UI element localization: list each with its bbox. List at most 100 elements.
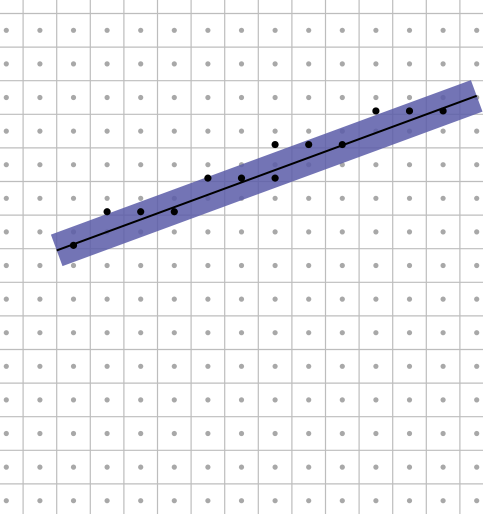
grid-dot	[205, 27, 211, 33]
grid-dot	[138, 94, 144, 101]
grid-dot	[474, 195, 480, 201]
grid-dot	[3, 363, 9, 369]
grid-dot	[238, 229, 245, 235]
grid-dot	[238, 94, 245, 101]
grid-dot	[373, 296, 379, 302]
grid-dot	[373, 397, 379, 403]
grid-dot	[3, 61, 9, 67]
grid-dot	[104, 430, 110, 437]
grid-dot	[272, 397, 278, 403]
grid-dot	[205, 296, 211, 302]
fit-line-layer	[56, 94, 478, 252]
grid-dot	[373, 162, 379, 168]
grid-dot	[104, 94, 110, 101]
grid-dot	[104, 262, 110, 269]
grid-dot	[70, 397, 77, 403]
data-point	[405, 107, 414, 115]
grid-dot	[70, 195, 77, 201]
grid-dot	[440, 128, 446, 134]
grid-dot	[339, 397, 345, 403]
grid-dot	[138, 330, 144, 336]
data-point	[305, 140, 313, 149]
grid-dot	[205, 162, 211, 168]
grid-dot	[70, 296, 77, 302]
grid-dot	[373, 430, 379, 437]
grid-dot	[171, 94, 177, 101]
grid-dot	[440, 27, 446, 33]
data-point	[170, 208, 178, 216]
grid-dot	[474, 363, 480, 369]
grid-dot	[104, 27, 110, 33]
data-points	[69, 107, 447, 249]
grid-dot	[373, 363, 379, 369]
grid-dot	[373, 498, 379, 504]
grid-dot	[3, 464, 9, 470]
grid-dot	[37, 162, 43, 168]
grid-dot	[205, 363, 211, 369]
grid-dot	[440, 229, 446, 235]
grid-dot	[339, 464, 345, 470]
data-point	[237, 174, 246, 182]
grid-dot	[138, 296, 144, 302]
grid-dot	[37, 397, 43, 403]
grid-dot	[474, 27, 480, 33]
grid-dot	[474, 464, 480, 470]
grid-dot	[306, 229, 312, 235]
grid-dot	[474, 430, 480, 437]
grid-dot	[238, 27, 245, 33]
grid-dot	[373, 262, 379, 269]
grid-dot	[70, 61, 77, 67]
grid-dot	[306, 330, 312, 336]
grid-dot	[37, 430, 43, 437]
grid-dot	[406, 296, 413, 302]
data-point	[439, 107, 447, 115]
grid-dot	[272, 430, 278, 437]
grid-dot	[474, 330, 480, 336]
grid-dot	[37, 262, 43, 269]
grid-dot	[339, 195, 345, 201]
grid-dot	[205, 94, 211, 101]
grid-dot	[37, 330, 43, 336]
grid-dot	[3, 229, 9, 235]
grid-dot	[205, 397, 211, 403]
grid-dot	[406, 27, 413, 33]
grid-dot	[440, 397, 446, 403]
grid-dot	[474, 128, 480, 134]
data-point	[271, 140, 279, 149]
grid-dot	[37, 27, 43, 33]
grid-dot	[205, 430, 211, 437]
grid-dot	[306, 262, 312, 269]
grid-dot	[205, 330, 211, 336]
grid-dot	[339, 27, 345, 33]
grid-dot	[406, 195, 413, 201]
grid-dot	[406, 464, 413, 470]
grid-dot	[406, 363, 413, 369]
data-point	[137, 208, 145, 216]
grid-dot	[339, 61, 345, 67]
grid-dot	[3, 397, 9, 403]
grid-dot	[171, 162, 177, 168]
grid-dot	[205, 229, 211, 235]
data-point	[372, 107, 380, 115]
grid-dot	[406, 229, 413, 235]
grid-dot	[205, 61, 211, 67]
grid-dot	[272, 61, 278, 67]
grid-dot	[238, 61, 245, 67]
grid-dot	[205, 262, 211, 269]
grid-dot	[238, 128, 245, 134]
grid-dot	[104, 498, 110, 504]
grid-dot	[171, 498, 177, 504]
grid-dot	[238, 498, 245, 504]
grid-dot	[37, 61, 43, 67]
grid-dot	[3, 296, 9, 302]
grid-dot	[406, 330, 413, 336]
grid-dot	[306, 195, 312, 201]
grid-dot	[171, 229, 177, 235]
grid-dot	[37, 94, 43, 101]
grid-dot	[272, 94, 278, 101]
grid-dot	[306, 27, 312, 33]
grid-dot	[339, 330, 345, 336]
grid-dot	[238, 397, 245, 403]
grid-dot	[138, 128, 144, 134]
grid-dot	[37, 498, 43, 504]
